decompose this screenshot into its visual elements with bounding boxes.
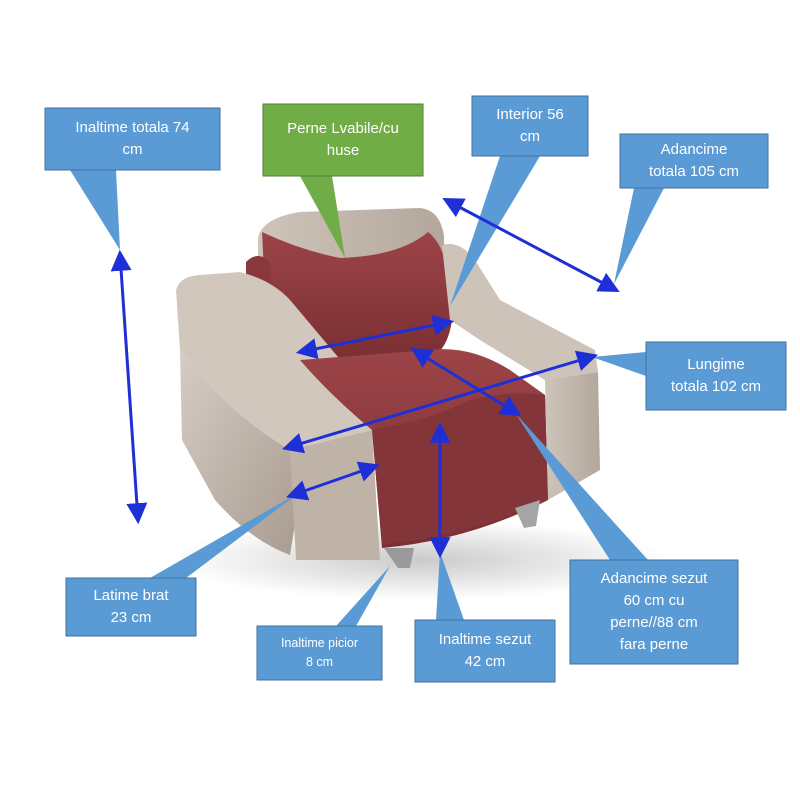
pointer-lungime-totala [592,352,646,376]
arrow-latime-brat [286,461,380,501]
left-arm-side [180,350,296,555]
pointer-inaltime-picior [336,566,390,626]
leg-front-left [384,548,414,568]
box-inaltime-totala [44,107,221,171]
label-inaltime-picior: Inaltime picior 8 cm [280,636,359,669]
pointer-inaltime-totala [70,170,120,250]
pointer-perne [300,176,345,258]
label-interior: Interior 56 cm [496,106,564,145]
arrow-interior [295,314,455,360]
label-adancime-sezut: Adancime sezut 60 cm cu perne//88 cm far… [600,570,708,653]
label-adancime-totala: Adancime totala 105 cm [648,141,740,180]
pointer-latime-brat [150,492,300,578]
box-inaltime-sezut [414,619,556,683]
box-adancime-totala [619,133,769,189]
box-latime-brat [65,577,197,637]
pointer-inaltime-sezut [436,552,464,620]
leg-front-right [515,500,540,528]
label-inaltime-sezut: Inaltime sezut 42 cm [438,631,532,670]
label-perne-lavabile: Perne Lvabile/cu huse [287,120,399,159]
box-perne [262,103,424,177]
left-arm-front [290,430,380,560]
arrow-adancime-sezut [410,347,522,417]
box-adancime-sezut [569,559,739,665]
box-lungime-totala [645,341,787,411]
box-inaltime-picior [256,625,383,681]
arrow-inaltime-totala [110,249,148,525]
box-interior [471,95,589,157]
label-lungime-totala: Lungime totala 102 cm [670,356,762,395]
label-latime-brat: Latime brat 23 cm [93,587,169,626]
arrow-adancime-totala [442,198,620,292]
pointer-interior [450,156,540,306]
pointer-adancime-totala [614,188,664,284]
label-inaltime-totala: Inaltime totala 74 cm [75,119,190,158]
